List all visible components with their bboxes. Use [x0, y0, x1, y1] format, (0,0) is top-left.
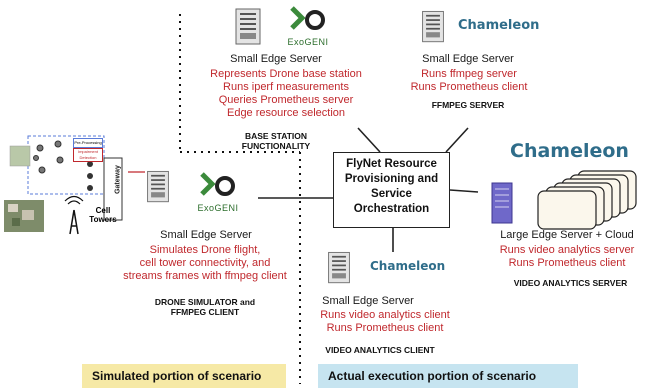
- base-station-desc: Represents Drone base station Runs iperf…: [180, 68, 392, 120]
- base-station-desc-2: Runs iperf measurements: [223, 81, 349, 93]
- preprocessing-box: Pre-Processing: [73, 138, 103, 148]
- orchestration-line-3: Service: [371, 188, 412, 200]
- preprocessing-label: Pre-Processing: [74, 140, 102, 145]
- video-server-desc-1: Runs video analytics server: [499, 244, 635, 256]
- gateway-label: Gateway: [114, 165, 122, 194]
- chameleon-logo-video-server: Chameleon: [510, 140, 629, 162]
- impairment-box: Impairment Detection: [73, 148, 103, 162]
- video-client-desc: Runs video analytics client Runs Prometh…: [300, 309, 470, 335]
- exogeni-logo-text-drone: ExoGENI: [197, 203, 239, 213]
- video-client-footer: VIDEO ANALYTICS CLIENT: [325, 345, 435, 355]
- base-station-title: Small Edge Server: [230, 53, 322, 65]
- video-server-footer: VIDEO ANALYTICS SERVER: [513, 278, 628, 288]
- exogeni-logo-drone: ExoGENI: [190, 170, 246, 214]
- chameleon-logo-ffmpeg: Chameleon: [458, 18, 540, 33]
- drone-sim-desc-2: cell tower connectivity, and: [139, 257, 271, 269]
- drone-sim-server-icon: [147, 170, 169, 203]
- simulated-portion-banner: Simulated portion of scenario: [82, 364, 286, 388]
- drone-network-svg: [4, 135, 123, 235]
- chameleon-logo-video-client: Chameleon: [370, 259, 446, 273]
- orchestration-line-2: Provisioning and: [344, 173, 439, 185]
- video-client-desc-1: Runs video analytics client: [320, 309, 450, 321]
- drone-sim-footer: DRONE SIMULATOR and FFMPEG CLIENT: [140, 297, 270, 317]
- cell-towers-label: Cell Towers: [88, 206, 118, 224]
- base-station-footer-1: BASE STATION: [244, 131, 308, 141]
- drone-sim-footer-2: FFMPEG CLIENT: [170, 307, 240, 317]
- ffmpeg-server-title: Small Edge Server: [422, 53, 514, 65]
- link-base-station: [357, 127, 381, 153]
- exogeni-mark-icon-drone: [200, 172, 235, 196]
- video-server-title: Large Edge Server + Cloud: [500, 229, 634, 241]
- video-client-server-icon: [328, 251, 350, 284]
- base-station-desc-4: Edge resource selection: [226, 107, 345, 119]
- video-client-title: Small Edge Server: [322, 295, 414, 307]
- video-server-desc: Runs video analytics server Runs Prometh…: [487, 244, 647, 270]
- link-video-server: [449, 189, 479, 193]
- drone-sim-title: Small Edge Server: [160, 229, 252, 241]
- actual-portion-banner: Actual execution portion of scenario: [318, 364, 578, 388]
- ffmpeg-server-desc: Runs ffmpeg server Runs Prometheus clien…: [400, 68, 538, 94]
- cell-towers-line-2: Towers: [89, 215, 117, 224]
- drone-sim-footer-1: DRONE SIMULATOR and: [154, 297, 256, 307]
- exogeni-mark-icon: [290, 6, 325, 30]
- exogeni-logo-base-station: ExoGENI: [280, 4, 336, 48]
- impairment-label: Impairment Detection: [77, 149, 98, 160]
- exogeni-logo-text: ExoGENI: [287, 37, 329, 47]
- drone-sim-desc-1: Simulates Drone flight,: [149, 244, 261, 256]
- cloud-servers-icon: [491, 170, 637, 230]
- ffmpeg-server-desc-1: Runs ffmpeg server: [421, 68, 517, 80]
- base-station-footer-2: FUNCTIONALITY: [241, 141, 311, 151]
- base-station-desc-3: Queries Prometheus server: [218, 94, 354, 106]
- ffmpeg-server-desc-2: Runs Prometheus client: [410, 81, 528, 93]
- base-station-server-icon: [235, 8, 261, 45]
- link-ffmpeg-server: [445, 127, 469, 153]
- orchestration-line-1: FlyNet Resource: [346, 158, 437, 170]
- orchestration-line-4: Orchestration: [353, 203, 430, 215]
- drone-sim-desc: Simulates Drone flight, cell tower conne…: [100, 244, 310, 283]
- drone-network-illustration: [0, 130, 130, 242]
- cell-towers-line-1: Cell: [95, 206, 111, 215]
- video-server-desc-2: Runs Prometheus client: [508, 257, 626, 269]
- base-station-desc-1: Represents Drone base station: [210, 68, 362, 80]
- orchestration-box: FlyNet Resource Provisioning and Service…: [333, 152, 450, 228]
- video-client-desc-2: Runs Prometheus client: [326, 322, 444, 334]
- drone-sim-desc-3: streams frames with ffmpeg client: [123, 270, 287, 282]
- ffmpeg-server-footer: FFMPEG SERVER: [431, 100, 505, 110]
- ffmpeg-server-icon: [422, 10, 444, 43]
- base-station-footer: BASE STATION FUNCTIONALITY: [220, 131, 332, 151]
